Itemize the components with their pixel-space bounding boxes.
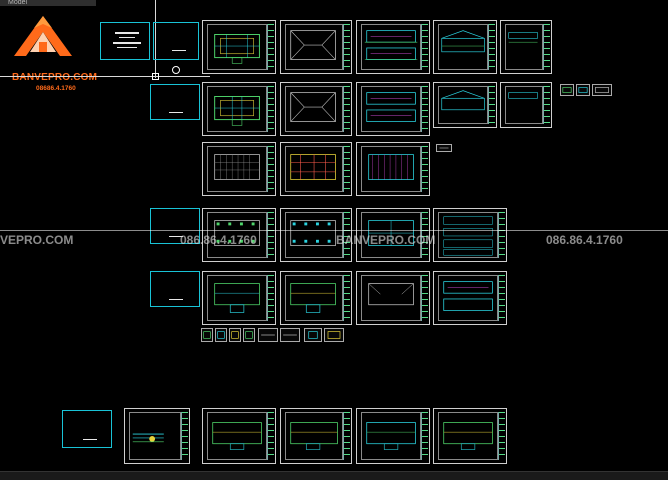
drawing-sheet-plumbing-plan[interactable]	[202, 271, 276, 325]
brand-name: BANVEPRO.COM	[12, 72, 98, 83]
legend-thumbnail[interactable]	[436, 144, 452, 152]
drawing-sheet-section[interactable]	[433, 82, 497, 128]
detail-thumbnail[interactable]	[243, 328, 255, 342]
watermark-phone: 086.86.4.1760	[546, 233, 623, 247]
detail-thumbnail[interactable]	[258, 328, 278, 342]
detail-thumbnail[interactable]	[560, 84, 574, 96]
watermark-text: BANVEPRO.COM	[336, 233, 436, 247]
crosshair-horizontal	[0, 76, 210, 77]
drawing-sheet-mep-plan[interactable]	[202, 408, 276, 464]
drawing-sheet-elevation[interactable]	[356, 82, 430, 136]
detail-thumbnail[interactable]	[576, 84, 590, 96]
cover-sheet[interactable]	[150, 84, 200, 120]
model-tab[interactable]: Model	[0, 0, 96, 6]
pickbox-cursor	[152, 73, 159, 80]
drawing-sheet-elevation[interactable]	[356, 20, 430, 74]
detail-thumbnail[interactable]	[280, 328, 300, 342]
drawing-sheet-detail[interactable]	[500, 82, 552, 128]
cover-sheet[interactable]	[100, 22, 150, 60]
drawing-sheet-detail[interactable]	[500, 20, 552, 74]
drawing-sheet-roof-drainage[interactable]	[356, 271, 430, 325]
drawing-sheet-roof-plan[interactable]	[280, 82, 352, 136]
detail-thumbnail[interactable]	[304, 328, 322, 342]
drawing-sheet-roof-plan[interactable]	[280, 20, 352, 74]
drawing-sheet-floor-plan[interactable]	[202, 82, 276, 136]
drawing-sheet-legend[interactable]	[124, 408, 190, 464]
status-bar	[0, 471, 668, 480]
watermark-divider	[0, 230, 668, 231]
banvepro-logo: BANVEPRO.COM 08686.4.1760	[8, 12, 100, 96]
watermark-text: VEPRO.COM	[0, 233, 74, 247]
drawing-sheet-mep-plan[interactable]	[433, 408, 507, 464]
detail-thumbnail[interactable]	[215, 328, 227, 342]
drawing-sheet-slab-plan[interactable]	[356, 142, 430, 196]
drawing-sheet-beam-plan[interactable]	[280, 142, 352, 196]
crosshair-vertical	[155, 0, 156, 78]
watermark-phone: 086.86.4.1760	[180, 233, 257, 247]
drawing-sheet-structural-plan[interactable]	[202, 142, 276, 196]
detail-thumbnail[interactable]	[229, 328, 241, 342]
drawing-sheet-mep-plan[interactable]	[356, 408, 430, 464]
brand-phone: 08686.4.1760	[36, 85, 76, 92]
detail-thumbnail[interactable]	[592, 84, 612, 96]
drawing-sheet-column-plan[interactable]	[280, 208, 352, 262]
detail-thumbnail[interactable]	[324, 328, 344, 342]
house-roof-logo-icon	[14, 16, 72, 56]
pointer-cursor	[172, 66, 180, 74]
drawing-sheet-rebar-detail[interactable]	[433, 208, 507, 262]
cover-sheet[interactable]	[62, 410, 112, 448]
cover-sheet[interactable]	[150, 271, 200, 307]
drawing-sheet-section[interactable]	[433, 20, 497, 74]
drawing-sheet-floor-plan[interactable]	[202, 20, 276, 74]
drawing-sheet-framing-plan[interactable]	[356, 208, 430, 262]
drawing-sheet-electrical-plan[interactable]	[280, 271, 352, 325]
drawing-sheet-elevation[interactable]	[433, 271, 507, 325]
cover-sheet[interactable]	[153, 22, 199, 60]
drawing-sheet-mep-plan[interactable]	[280, 408, 352, 464]
detail-thumbnail[interactable]	[201, 328, 213, 342]
drawing-sheet-foundation-plan[interactable]	[202, 208, 276, 262]
cover-sheet[interactable]	[150, 208, 200, 244]
